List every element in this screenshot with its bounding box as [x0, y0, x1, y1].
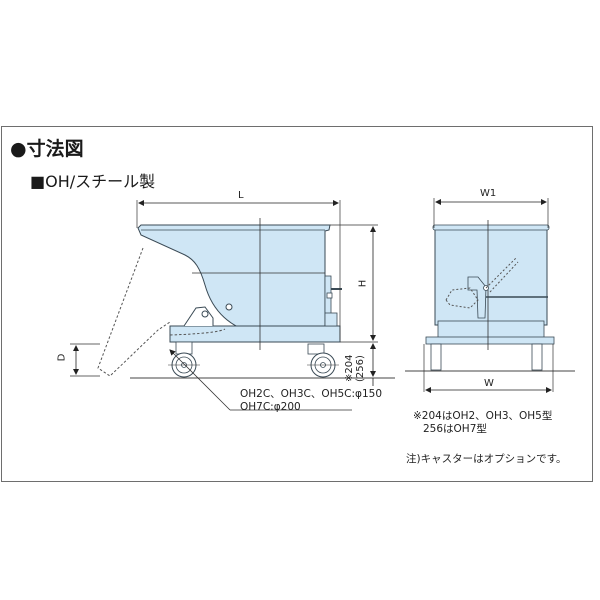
caster-size-note-line1: OH2C、OH3C、OH5C:φ150 [240, 388, 383, 400]
model-subtitle: ■OH/スチール製 [30, 172, 156, 191]
side-view-hopper [97, 218, 352, 411]
dim-label-w1: W1 [480, 188, 497, 199]
height-note: ※204はOH2、OH3、OH5型 256はOH7型 [413, 410, 552, 436]
height-note-line2: 256はOH7型 [423, 423, 487, 435]
height-note-line1: ※204はOH2、OH3、OH5型 [413, 410, 553, 422]
caster-option-note: 注)キャスターはオプションです。 [406, 453, 567, 465]
dim-label-caster-height-group: ※204 (256) [344, 355, 366, 382]
caster-size-note-line2: OH7C:φ200 [240, 401, 301, 413]
front-view-hopper [425, 220, 555, 371]
caster-size-note: OH2C、OH3C、OH5C:φ150 OH7C:φ200 [240, 388, 382, 414]
section-title: ●寸法図 [10, 138, 84, 160]
dim-label-height: H [357, 279, 369, 288]
caster-height-value: ※204 [344, 354, 355, 382]
dim-label-d: D [56, 353, 68, 362]
dim-label-w: W [484, 378, 494, 389]
caster-height-alt-value: (256) [355, 355, 366, 382]
dim-label-length: L [238, 190, 244, 201]
